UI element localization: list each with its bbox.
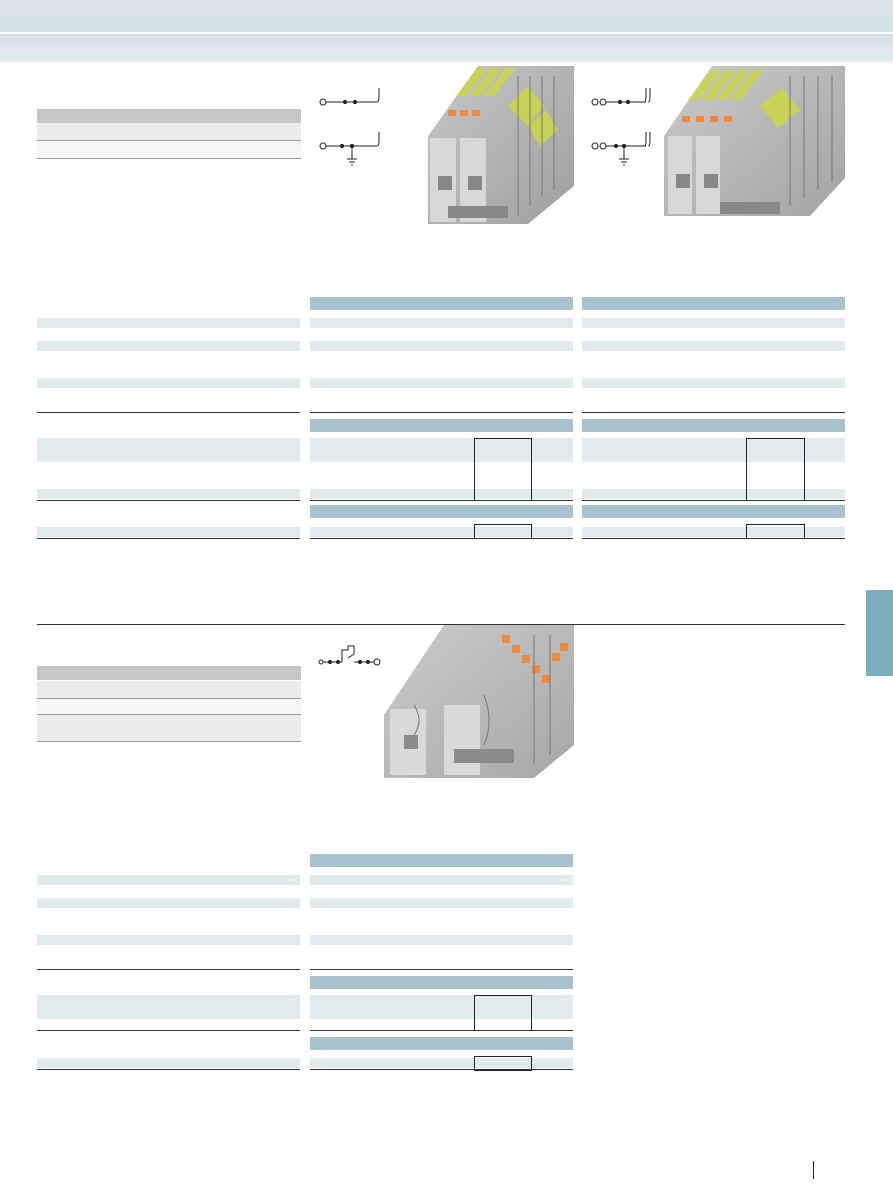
- double-terminal-block-product-image: [664, 66, 845, 216]
- table-divider: [310, 1030, 573, 1031]
- table-row: [37, 378, 300, 388]
- property-table-row: [37, 141, 301, 159]
- table-row: [37, 489, 300, 499]
- table-divider: [582, 500, 845, 501]
- table-row: [37, 527, 300, 537]
- table-row: [37, 341, 300, 351]
- table-divider: [310, 969, 573, 970]
- table-heading: [310, 419, 573, 432]
- property-table-header: [37, 109, 301, 123]
- table-heading: [310, 1037, 573, 1050]
- table-heading: [310, 505, 573, 518]
- table-row: [310, 527, 573, 537]
- header-divider: [0, 32, 893, 34]
- table-divider: [582, 412, 845, 413]
- section-divider: [37, 624, 845, 625]
- table-divider: [37, 1069, 300, 1070]
- table-divider: [310, 1069, 573, 1070]
- table-row: [37, 935, 300, 945]
- table-row: [310, 438, 573, 462]
- table-divider: [37, 412, 300, 413]
- terminal-schematic-icon: [319, 88, 380, 166]
- table-row: [310, 1058, 573, 1068]
- footer-divider: [813, 1161, 814, 1179]
- value-box: [474, 524, 532, 539]
- table-divider: [310, 412, 573, 413]
- table-heading: [582, 505, 845, 518]
- table-row: [582, 318, 845, 328]
- table-row: [582, 489, 845, 499]
- header-band: [0, 0, 893, 62]
- table-row: [37, 318, 300, 328]
- side-tab[interactable]: [866, 590, 893, 676]
- table-row: [582, 341, 845, 351]
- table-heading: [310, 297, 573, 310]
- table-divider: [310, 500, 573, 501]
- terminal-block-product-image: [428, 66, 574, 224]
- table-divider: [37, 969, 300, 970]
- value-box: [474, 1056, 532, 1071]
- table-row: [310, 378, 573, 388]
- table-row: [37, 995, 300, 1019]
- value-box: [746, 438, 805, 501]
- table-row: [582, 438, 845, 462]
- table-row: [582, 527, 845, 537]
- table-row: [310, 875, 573, 885]
- table-row: [310, 898, 573, 908]
- property-table-row: [37, 699, 301, 715]
- table-heading: [310, 976, 573, 989]
- table-row: [310, 489, 573, 499]
- table-divider: [37, 1030, 300, 1031]
- table-row: [310, 341, 573, 351]
- table-row: [310, 935, 573, 945]
- table-heading: [310, 854, 573, 867]
- table-row: [37, 898, 300, 908]
- double-ground-terminal-schematic-icon: [591, 88, 651, 166]
- table-row: [582, 378, 845, 388]
- table-divider: [582, 538, 845, 539]
- table-row: [37, 1058, 300, 1068]
- disconnect-terminal-block-product-image: [384, 625, 574, 778]
- table-divider: [37, 500, 300, 501]
- property-table-row: [37, 715, 301, 742]
- table-heading: [582, 297, 845, 310]
- table-row: [37, 875, 300, 885]
- table-divider: [37, 538, 300, 539]
- table-heading: [582, 419, 845, 432]
- property-table-row: [37, 123, 301, 141]
- property-table-header: [37, 666, 301, 680]
- value-box: [746, 524, 805, 539]
- value-box: [474, 438, 532, 501]
- property-table-row: [37, 681, 301, 699]
- disconnect-terminal-schematic-icon: [318, 645, 381, 666]
- table-row: [37, 438, 300, 462]
- table-row: [310, 318, 573, 328]
- table-divider: [310, 538, 573, 539]
- table-row: [310, 995, 573, 1019]
- value-box: [474, 995, 532, 1031]
